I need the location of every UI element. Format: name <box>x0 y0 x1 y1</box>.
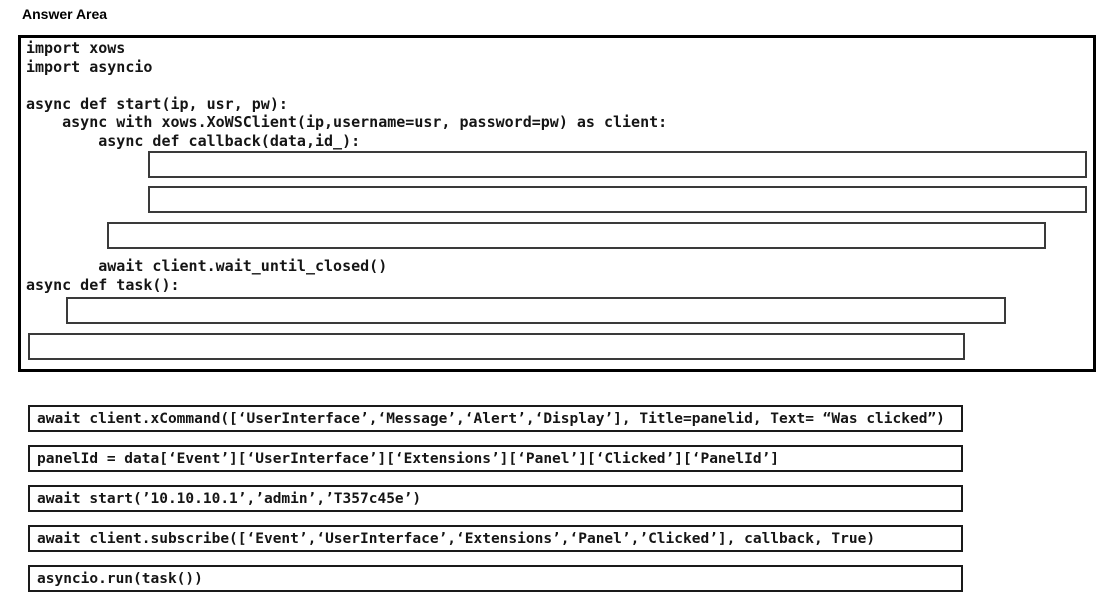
answer-slot-3[interactable] <box>107 222 1046 249</box>
code-block-top: import xows import asyncio async def sta… <box>26 39 668 150</box>
code-snippet-panelid-assignment[interactable]: panelId = data[‘Event’][‘UserInterface’]… <box>28 445 963 472</box>
answer-area-panel: import xows import asyncio async def sta… <box>18 35 1096 372</box>
answer-slot-1[interactable] <box>148 151 1087 178</box>
code-snippet-subscribe[interactable]: await client.subscribe([‘Event’,‘UserInt… <box>28 525 963 552</box>
answer-area-title: Answer Area <box>22 6 108 22</box>
answer-slot-2[interactable] <box>148 186 1087 213</box>
answer-slot-5[interactable] <box>28 333 965 360</box>
code-line-wait-until-closed: await client.wait_until_closed() <box>26 257 388 275</box>
code-line-task-def: async def task(): <box>26 276 180 294</box>
answer-slot-4[interactable] <box>66 297 1006 324</box>
code-snippet-await-start[interactable]: await start(’10.10.10.1’,’admin’,’T357c4… <box>28 485 963 512</box>
code-snippet-asyncio-run[interactable]: asyncio.run(task()) <box>28 565 963 592</box>
code-snippet-xcommand[interactable]: await client.xCommand([‘UserInterface’,‘… <box>28 405 963 432</box>
